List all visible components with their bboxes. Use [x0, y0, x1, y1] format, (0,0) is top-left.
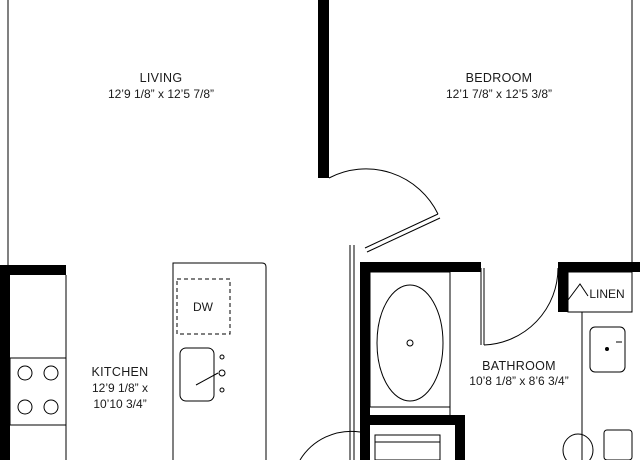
bedroom-name: BEDROOM: [466, 71, 533, 85]
dishwasher-icon: [176, 278, 231, 335]
kitchen-faucet-icon: [195, 372, 219, 386]
faucet-knob-icon: [219, 387, 225, 393]
bedroom-dims: 12’1 7/8” x 12’5 3/8”: [446, 87, 552, 101]
bathroom-door-swing: [483, 267, 559, 346]
burner-icon: [17, 365, 33, 381]
wall-partition-living-bedroom: [318, 0, 329, 178]
bedroom-door-swing: [328, 168, 439, 215]
wall-bath-bottom-right: [455, 415, 465, 460]
kitchen-sink-icon: [179, 347, 215, 402]
bedroom-door-leaf: [364, 213, 439, 249]
wall-linen-left: [558, 262, 568, 312]
kitchen-dims-line1: 12’9 1/8” x: [92, 381, 148, 395]
dishwasher-label: DW: [193, 300, 214, 314]
toilet-bowl-icon: [562, 433, 594, 460]
bath-sink-icon: [589, 326, 626, 373]
toilet-tank-icon: [603, 429, 633, 460]
burner-icon: [43, 399, 59, 415]
faucet-knob-icon: [218, 369, 226, 377]
bathroom-name: BATHROOM: [482, 359, 556, 373]
bathroom-dims: 10’8 1/8” x 8’6 3/4”: [469, 374, 568, 388]
bathtub-basin-icon: [376, 284, 444, 402]
bath-sink-drain-icon: [605, 347, 609, 351]
wall-bath-bottom-left: [360, 415, 460, 425]
bedroom-door-leaf-inner: [366, 217, 441, 253]
wall-left: [0, 265, 10, 460]
stove-icon: [9, 357, 67, 426]
linen-label: LINEN: [589, 287, 624, 301]
kitchen-name: KITCHEN: [92, 365, 149, 379]
wall-bath-top-left: [360, 262, 481, 272]
living-room-dims: 12’9 1/8” x 12’5 7/8”: [108, 87, 214, 101]
kitchen-island: [172, 262, 267, 460]
living-room-name: LIVING: [140, 71, 183, 85]
wall-bath-top-right: [558, 262, 640, 272]
burner-icon: [17, 399, 33, 415]
linen-door-swing: [567, 283, 589, 301]
wall-bath-left: [360, 262, 370, 460]
kitchen-dims-line2: 10’10 3/4”: [93, 397, 146, 411]
burner-icon: [43, 365, 59, 381]
laundry-unit-icon: [374, 434, 441, 460]
laundry-door-swing: [299, 430, 361, 460]
bathtub-drain-icon: [406, 339, 414, 347]
wall-kitchen-top: [0, 265, 66, 275]
faucet-knob-icon: [219, 354, 225, 360]
